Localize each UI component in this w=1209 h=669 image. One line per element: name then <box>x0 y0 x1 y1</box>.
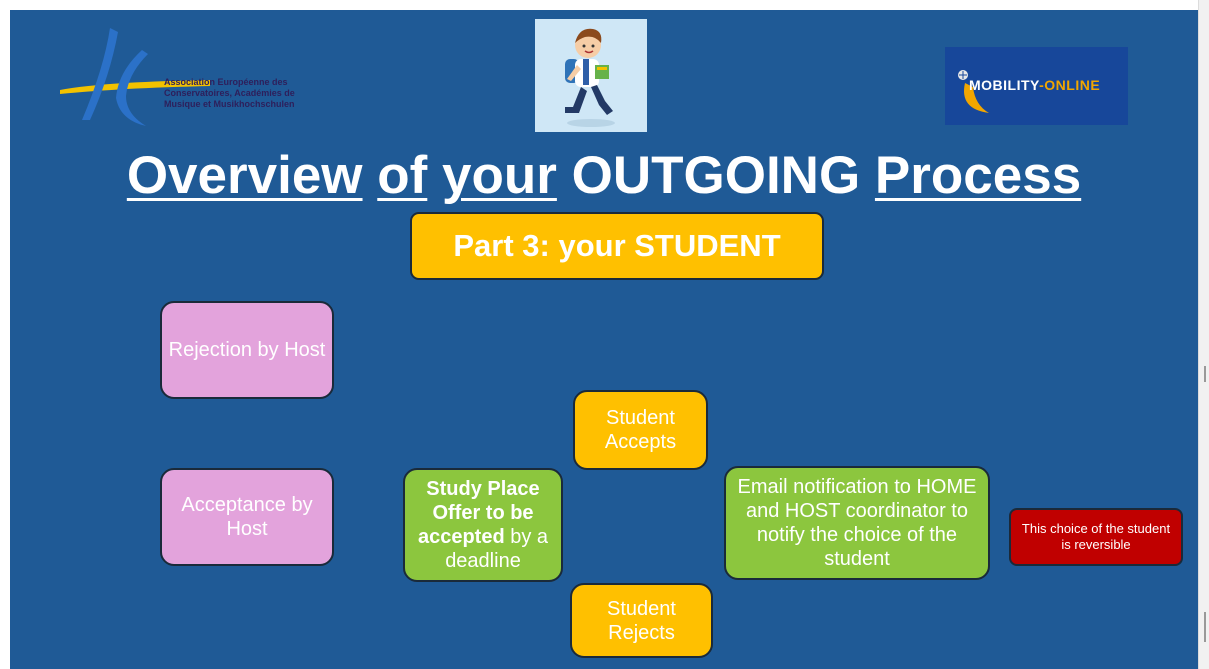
globe-swoosh-icon <box>958 70 989 113</box>
acceptance-by-host-label: Acceptance by Host <box>181 494 313 540</box>
study-place-offer-label: Study Place Offer to be accepted by a de… <box>417 478 549 572</box>
mobility-online-wordmark: MOBILITY-ONLINE <box>969 77 1101 93</box>
title-word: Overview <box>126 146 363 205</box>
scrollbar-marker <box>1204 612 1206 642</box>
study-place-offer-box: Study Place Offer to be accepted by a de… <box>403 468 563 582</box>
email-notification-box: Email notification to HOME and HOST coor… <box>724 466 990 580</box>
reversible-note-box: This choice of the student is reversible <box>1009 508 1183 566</box>
title-word: Process <box>874 146 1082 205</box>
aec-association-name: Association Européenne des Conservatoire… <box>164 77 295 109</box>
rejection-by-host-label: Rejection by Host <box>168 339 326 361</box>
title-word: OUTGOING <box>571 146 861 205</box>
aec-emblem-icon <box>60 28 210 126</box>
student-accepts-box: Student Accepts <box>573 390 708 470</box>
window-scrollbar[interactable] <box>1198 0 1209 669</box>
rejection-by-host-box: Rejection by Host <box>160 301 334 399</box>
mobility-online-logo: MOBILITY-ONLINE <box>945 47 1128 125</box>
slide: Association Européenne des Conservatoire… <box>10 10 1198 669</box>
part-badge: Part 3: your STUDENT <box>410 212 824 280</box>
page-title: Overview of your OUTGOING Process <box>10 146 1198 206</box>
student-rejects-box: Student Rejects <box>570 583 713 658</box>
email-notification-label: Email notification to HOME and HOST coor… <box>737 476 977 570</box>
acceptance-by-host-box: Acceptance by Host <box>160 468 334 566</box>
title-word: of <box>377 146 428 205</box>
student-illustration <box>535 19 647 132</box>
student-accepts-label: Student Accepts <box>604 407 677 453</box>
reversible-note-label: This choice of the student is reversible <box>1021 521 1171 552</box>
aec-logo <box>60 28 330 128</box>
student-rejects-label: Student Rejects <box>607 597 676 644</box>
scrollbar-marker <box>1204 366 1206 382</box>
title-word: your <box>442 146 557 205</box>
student-running-icon <box>565 28 615 127</box>
